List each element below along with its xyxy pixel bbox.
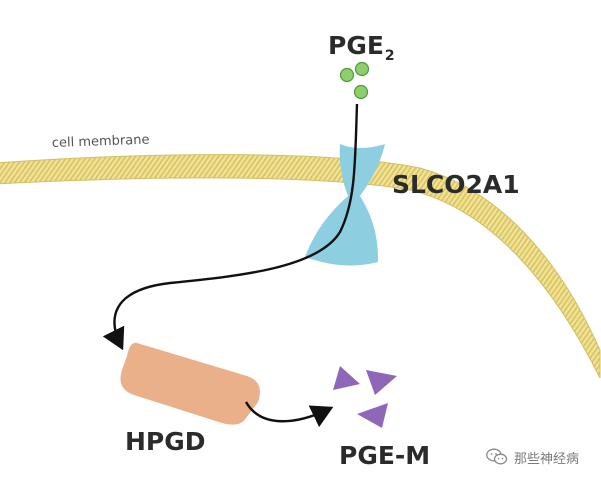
watermark-text: 那些神经病 [514, 451, 580, 467]
pge2-label-subscript: 2 [385, 48, 395, 64]
transport-arrow [102, 103, 359, 351]
metabolism-arrow [244, 401, 334, 428]
cell-membrane [0, 154, 601, 379]
pge-m-molecules [333, 366, 397, 428]
pge2-molecules [339, 61, 370, 100]
slco2a1-label: SLCO2A1 [392, 170, 520, 199]
slco2a1-transporter [305, 144, 385, 266]
pge-m-molecule [333, 366, 360, 390]
pge2-label-base: PGE [328, 31, 384, 60]
membrane-label: cell membrane [52, 133, 150, 151]
hpgd-label: HPGD [125, 427, 206, 456]
pge-m-molecule [366, 370, 397, 395]
watermark: 那些神经病 [486, 446, 579, 468]
pge2-molecule [339, 67, 355, 83]
pge2-molecule [354, 61, 370, 77]
pge2-label: PGE2 [328, 31, 395, 64]
pge-m-molecule [357, 403, 388, 428]
wechat-icon [486, 448, 508, 465]
hpgd-enzyme [120, 342, 260, 425]
pge2-molecule [353, 84, 369, 100]
pge-m-label: PGE-M [339, 441, 430, 470]
